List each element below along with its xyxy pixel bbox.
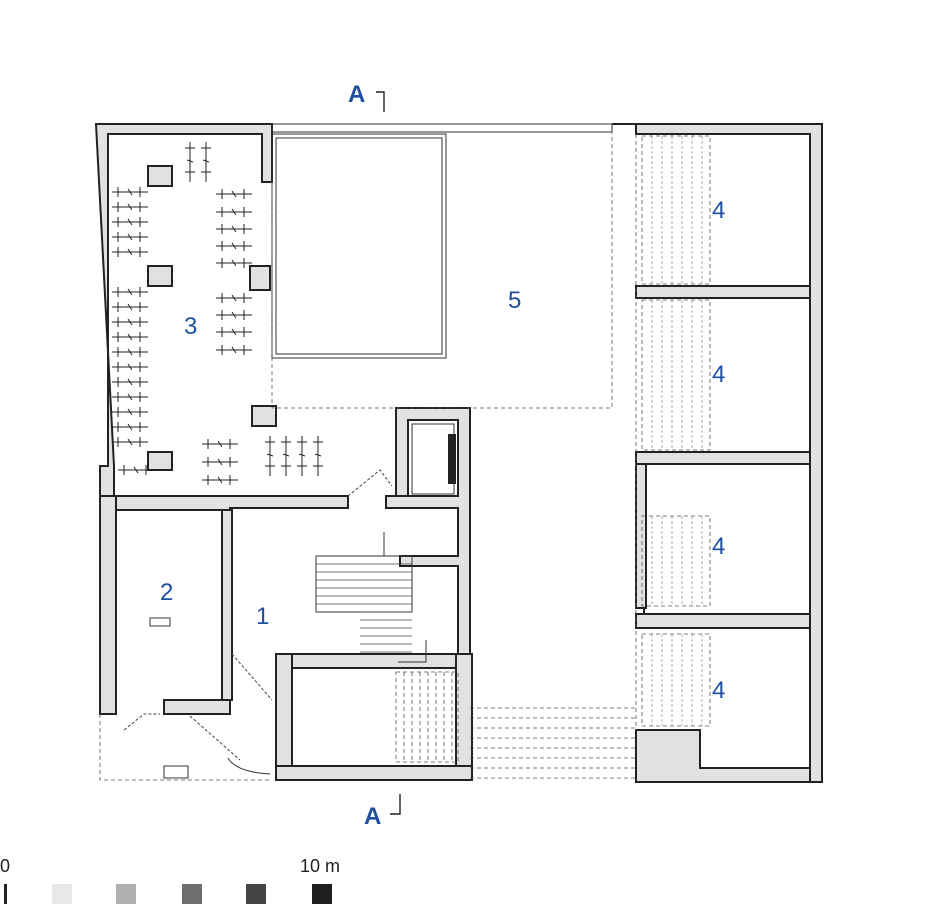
stair-guide [398,640,427,663]
column [147,265,173,287]
elevator-car [411,423,455,495]
section-label-bottom: A [364,803,381,830]
bike-icon [112,317,148,327]
section-mark-bottom: A [364,794,401,830]
room4-divider [635,285,811,299]
bike-icon [202,457,238,467]
scale-tick [4,884,7,904]
bike-icon [216,241,252,251]
bike-icon [216,224,252,234]
bike-icon [112,217,148,227]
bike-icon [112,187,148,197]
ramp-curve [227,757,271,775]
room-label-4a: 4 [712,197,725,224]
scale-segment [52,884,72,904]
bike-icon [112,202,148,212]
bike-icon [185,142,195,182]
room-label-3: 3 [184,313,197,340]
room-label-1: 1 [256,603,269,630]
fixture [149,617,171,627]
bike-icon [216,207,252,217]
doors [99,469,427,781]
section-arrow-bottom [390,794,401,815]
room4-corner [635,729,811,783]
column [251,405,277,427]
bike-icon [112,232,148,242]
bike-icon [112,302,148,312]
drain [163,765,189,779]
bike-icon [297,436,307,476]
scale-segment [312,884,332,904]
bike-icon [281,436,291,476]
bike-icon [118,465,154,475]
room-label-5: 5 [508,287,521,314]
room-label-4c: 4 [712,533,725,560]
section-mark-top: A [348,81,385,112]
room4-divider [635,613,811,629]
scale-segment [182,884,202,904]
scale-end-label: 10 m [300,856,340,876]
terrace-boundary [99,714,272,781]
stair-wall [275,765,473,781]
bike-icon [112,437,148,447]
bike-icon [216,258,252,268]
bike-icon [216,345,252,355]
stair-flight-below [395,671,459,763]
section-arrow-top [376,91,385,112]
bike-icon [112,347,148,357]
bike-icon [201,142,211,182]
room2-right-wall [221,509,233,701]
room2-left-wall [99,495,117,715]
bike-icon [202,439,238,449]
bike-icon [112,362,148,372]
scale-segments [52,884,332,904]
room-label-4d: 4 [712,677,725,704]
scale-start-label: 0 [0,856,10,876]
bike-icon [112,377,148,387]
bike-icon [112,287,148,297]
column [147,451,173,471]
courtyard-slab-inner [275,137,443,355]
bike-icon [216,293,252,303]
courtyard-edge [271,123,613,133]
bike-icon [265,436,275,476]
elevator-rail [448,434,456,484]
bike-icon [216,310,252,320]
room-label-2: 2 [160,579,173,606]
stair-wall [275,653,293,781]
section-label-top: A [348,81,365,108]
bike-icon [202,475,238,485]
door [231,653,273,701]
elevator-shaft-wall [385,407,471,669]
door [189,715,241,761]
stairs [315,134,711,779]
room-label-4b: 4 [712,361,725,388]
door [347,469,393,497]
bike-icon [112,247,148,257]
bike-icon [112,332,148,342]
bike-icon [112,407,148,417]
bike-icon [313,436,323,476]
column [249,265,271,291]
plan-walls [94,123,823,783]
column [147,165,173,187]
room4-divider [635,451,811,465]
bike-icon [112,422,148,432]
door [123,713,160,731]
courtyard-slab [271,133,447,359]
stair-guide [383,532,398,557]
scale-bar: 0 10 m [0,856,340,904]
scale-segment [116,884,136,904]
bike-icon [216,189,252,199]
stair-wall [275,653,471,669]
bike-racks [112,142,323,485]
bike-icon [216,327,252,337]
bike-icon [112,392,148,402]
scale-segment [246,884,266,904]
courtyard-boundary [271,132,613,409]
room4-wall [635,463,647,609]
